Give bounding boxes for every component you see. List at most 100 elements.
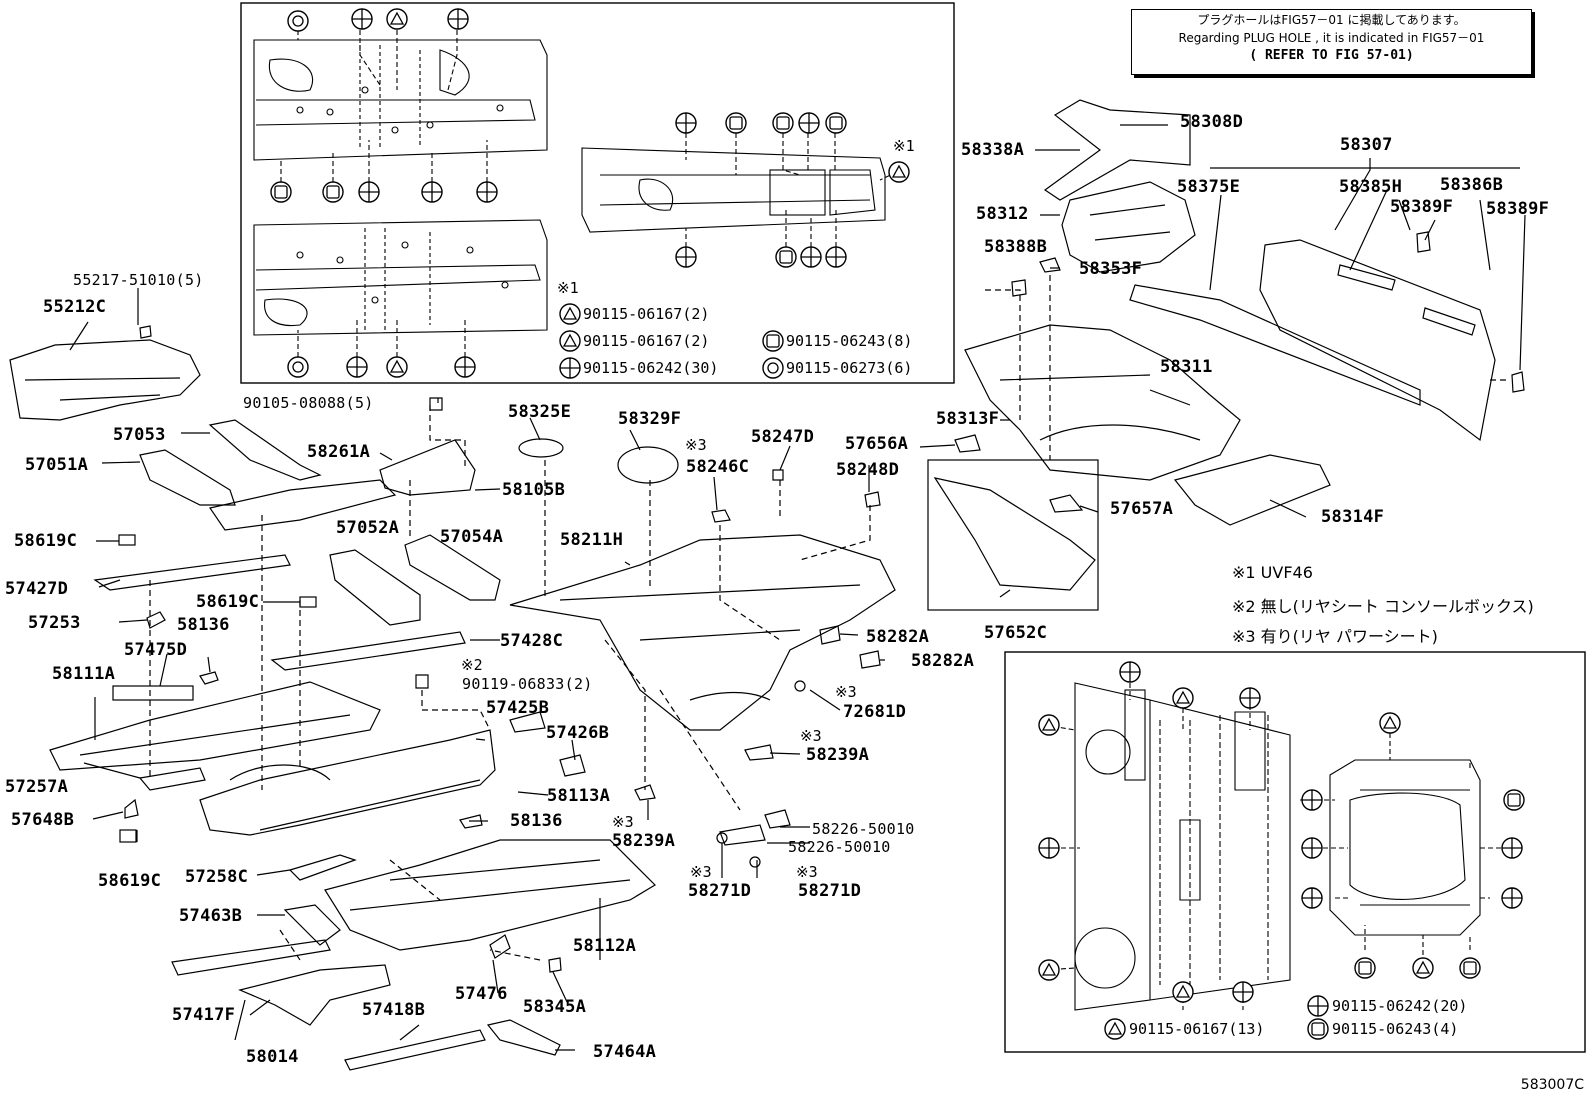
- part-label[interactable]: 57054A: [440, 527, 504, 547]
- top-legend-item: 90115-06167(2): [583, 305, 710, 323]
- part-label[interactable]: 58389F: [1390, 197, 1454, 217]
- part-label[interactable]: 57051A: [25, 455, 89, 475]
- part-label[interactable]: 58338A: [961, 140, 1025, 160]
- part-label[interactable]: 57657A: [1110, 499, 1174, 519]
- part-label[interactable]: 55212C: [43, 297, 107, 317]
- part-label[interactable]: 57428C: [500, 631, 564, 651]
- part-shape-58111a: [49, 681, 381, 771]
- part-label[interactable]: 58211H: [560, 530, 624, 550]
- part-label[interactable]: 58388B: [984, 237, 1048, 257]
- top-legend-item: 90115-06273(6): [786, 359, 913, 377]
- part-label[interactable]: 57417F: [172, 1005, 236, 1025]
- part-label[interactable]: 58282A: [911, 651, 975, 671]
- part-label[interactable]: 58261A: [307, 442, 371, 462]
- part-label[interactable]: 58619C: [196, 592, 260, 612]
- part-label[interactable]: 58325E: [508, 402, 572, 422]
- part-label[interactable]: 57464A: [593, 1042, 657, 1062]
- bottom-inset-frame: [1004, 651, 1586, 1053]
- bottom-legend-item: 90115-06167(13): [1129, 1020, 1265, 1038]
- part-label[interactable]: 58136: [510, 811, 563, 831]
- part-shape-57428c: [270, 631, 466, 671]
- part-label[interactable]: 58111A: [52, 664, 116, 684]
- part-label[interactable]: 90119-06833(2): [462, 675, 593, 693]
- part-label[interactable]: 58239A: [806, 745, 870, 765]
- part-label[interactable]: 57425B: [486, 698, 550, 718]
- part-shape-57053: [208, 419, 322, 481]
- part-label[interactable]: 72681D: [843, 702, 907, 722]
- part-label[interactable]: 58239A: [612, 831, 676, 851]
- part-label[interactable]: 58226-50010: [788, 838, 891, 856]
- part-shape-57464a: [486, 1019, 561, 1056]
- part-label[interactable]: 58112A: [573, 936, 637, 956]
- part-shape-57257a: [138, 767, 206, 791]
- part-label[interactable]: 58345A: [523, 997, 587, 1017]
- part-label[interactable]: 57418B: [362, 1000, 426, 1020]
- part-label[interactable]: 55217-51010(5): [73, 271, 204, 289]
- part-shape-58312: [1061, 181, 1196, 273]
- top-legend-item: 90115-06243(8): [786, 332, 913, 350]
- part-label[interactable]: 58282A: [866, 627, 930, 647]
- part-shape-58261a: [209, 479, 397, 531]
- part-label[interactable]: 57257A: [5, 777, 69, 797]
- part-label[interactable]: 58247D: [751, 427, 815, 447]
- part-shape-58308d: [1043, 99, 1191, 201]
- part-label[interactable]: 58386B: [1440, 175, 1504, 195]
- part-label[interactable]: 58312: [976, 204, 1029, 224]
- part-label[interactable]: 57426B: [546, 723, 610, 743]
- part-label[interactable]: 58375E: [1177, 177, 1241, 197]
- part-label[interactable]: 58308D: [1180, 112, 1244, 132]
- part-label[interactable]: 58307: [1340, 135, 1393, 155]
- part-label[interactable]: 58271D: [798, 881, 862, 901]
- part-label[interactable]: 58329F: [618, 409, 682, 429]
- part-label[interactable]: 57427D: [5, 579, 69, 599]
- part-label[interactable]: 58248D: [836, 460, 900, 480]
- part-label[interactable]: 58136: [177, 615, 230, 635]
- part-shape-58311: [964, 324, 1241, 481]
- part-label[interactable]: 58271D: [688, 881, 752, 901]
- part-label[interactable]: 57052A: [336, 518, 400, 538]
- part-label[interactable]: 58311: [1160, 357, 1213, 377]
- part-label[interactable]: 57648B: [11, 810, 75, 830]
- marker-label: ※3: [690, 863, 712, 881]
- part-label[interactable]: 58014: [246, 1047, 299, 1067]
- part-label[interactable]: 58313F: [936, 409, 1000, 429]
- part-label[interactable]: 58113A: [547, 786, 611, 806]
- part-label[interactable]: 57475D: [124, 640, 188, 660]
- part-shape-58375e: [1129, 284, 1421, 406]
- part-label[interactable]: 57258C: [185, 867, 249, 887]
- part-label[interactable]: 57253: [28, 613, 81, 633]
- part-label[interactable]: 57053: [113, 425, 166, 445]
- part-label[interactable]: 58105B: [502, 480, 566, 500]
- part-label[interactable]: 90105-08088(5): [243, 394, 374, 412]
- footnote: ※1 UVF46: [1232, 563, 1313, 582]
- part-shape-58314f: [1173, 454, 1331, 526]
- part-label[interactable]: 58226-50010: [812, 820, 915, 838]
- part-shape-57427d: [93, 554, 291, 591]
- part-label[interactable]: 57463B: [179, 906, 243, 926]
- bottom-legend-item: 90115-06243(4): [1332, 1020, 1459, 1038]
- marker-label: ※3: [612, 813, 634, 831]
- part-label[interactable]: 58389F: [1486, 199, 1550, 219]
- part-label[interactable]: 58246C: [686, 457, 750, 477]
- part-label[interactable]: 58314F: [1321, 507, 1385, 527]
- part-label[interactable]: 58619C: [98, 871, 162, 891]
- part-label[interactable]: 58385H: [1339, 177, 1403, 197]
- top-inset-floor-drawing: [253, 22, 898, 365]
- part-label[interactable]: 58619C: [14, 531, 78, 551]
- part-shape-58014: [238, 964, 391, 1026]
- marker-label: ※3: [796, 863, 818, 881]
- part-57652c-frame: [927, 459, 1099, 611]
- part-shape-58329f: [617, 446, 679, 484]
- part-label[interactable]: 57476: [455, 984, 508, 1004]
- part-label[interactable]: 58353F: [1079, 259, 1143, 279]
- part-shape-58619c: [118, 534, 136, 546]
- reference-line-jp: プラグホールはFIG57－01 に掲載してあります。: [1197, 13, 1466, 27]
- part-shape-58211h: [509, 534, 896, 731]
- reference-line-en: Regarding PLUG HOLE , it is indicated in…: [1178, 31, 1485, 45]
- footnote: ※2 無し(リヤシート コンソールボックス): [1232, 597, 1534, 616]
- part-label[interactable]: 57656A: [845, 434, 909, 454]
- bottom-inset-panel-drawing: [1044, 682, 1505, 1011]
- part-label[interactable]: 57652C: [984, 623, 1048, 643]
